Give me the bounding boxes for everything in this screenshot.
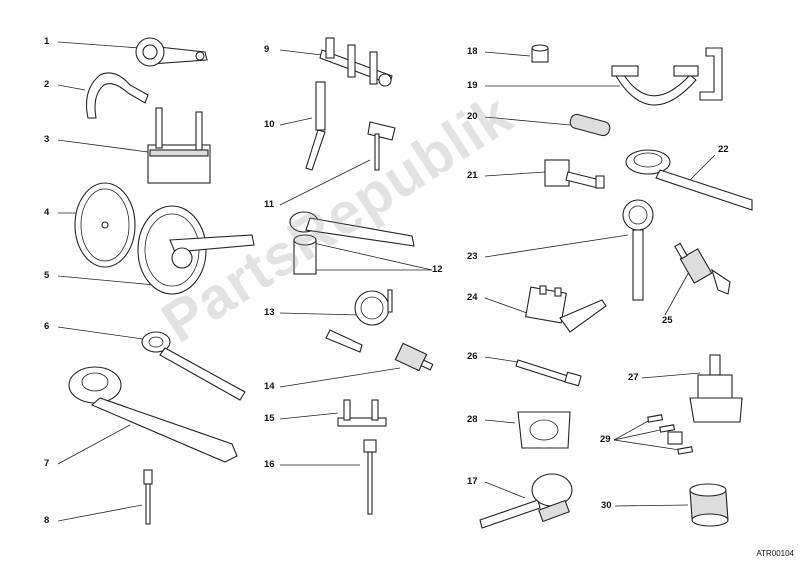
tool-15-fork	[337, 399, 387, 427]
tool-25-t-handle	[674, 242, 731, 295]
leader-lines	[57, 41, 716, 522]
tool-24-holder	[525, 285, 607, 333]
tool-16-long-pin	[363, 439, 377, 515]
tool-27-bell-puller	[689, 354, 743, 423]
callout-10: 10	[264, 119, 275, 130]
callout-21: 21	[467, 170, 478, 181]
tool-11-t-gauge	[367, 121, 396, 171]
tool-4-degree-disc	[74, 182, 136, 268]
callout-23: 23	[467, 251, 478, 262]
tool-22-ring-spanner	[625, 149, 753, 211]
callout-18: 18	[467, 46, 478, 57]
callout-15: 15	[264, 413, 275, 424]
callout-7: 7	[44, 458, 50, 469]
callout-26: 26	[467, 351, 478, 362]
reference-code: ATR00104	[756, 549, 794, 558]
tool-21-puller	[544, 159, 605, 189]
tool-20-bar	[569, 113, 611, 137]
callout-28: 28	[467, 414, 478, 425]
tool-14-cylinder	[394, 342, 434, 372]
tool-26-shaft	[515, 359, 582, 387]
callout-5: 5	[44, 270, 50, 281]
tool-1-round-spanner	[135, 37, 208, 67]
tool-10-rod	[305, 81, 326, 171]
tool-30-sleeve	[689, 483, 729, 527]
tool-6-wrench	[141, 331, 246, 401]
callout-17: 17	[467, 476, 478, 487]
tool-18-nut	[531, 44, 549, 63]
callout-14: 14	[264, 381, 275, 392]
tool-5-disc-arm	[137, 205, 255, 295]
callout-19: 19	[467, 80, 478, 91]
tool-7-pin-spanner	[68, 366, 238, 463]
callout-24: 24	[467, 292, 478, 303]
callout-9: 9	[264, 44, 270, 55]
callout-6: 6	[44, 321, 50, 332]
tool-8-pin	[143, 469, 153, 525]
tool-9-cross-tool	[319, 37, 393, 87]
callout-13: 13	[264, 307, 275, 318]
tool-23-bore-gauge	[622, 199, 654, 301]
tool-28-clamp	[517, 411, 571, 449]
tool-2-hook	[85, 72, 149, 119]
callout-3: 3	[44, 134, 50, 145]
callout-25: 25	[662, 315, 673, 326]
tool-29-small-pins	[647, 414, 694, 455]
callout-29: 29	[600, 434, 611, 445]
tool-19-c-clamp	[611, 47, 723, 106]
callout-22: 22	[718, 144, 729, 155]
callout-27: 27	[628, 372, 639, 383]
tool-12-sleeve-lever	[289, 211, 415, 275]
callout-20: 20	[467, 111, 478, 122]
callout-12: 12	[432, 264, 443, 275]
callout-8: 8	[44, 515, 50, 526]
callout-16: 16	[264, 459, 275, 470]
callout-2: 2	[44, 79, 50, 90]
callout-4: 4	[44, 207, 50, 218]
tool-17-hub-puller	[479, 473, 573, 529]
callout-1: 1	[44, 36, 50, 47]
callout-30: 30	[601, 500, 612, 511]
tool-3-stud-block	[147, 107, 211, 184]
tool-13-dial-gauge	[325, 289, 393, 353]
callout-11: 11	[264, 199, 275, 210]
